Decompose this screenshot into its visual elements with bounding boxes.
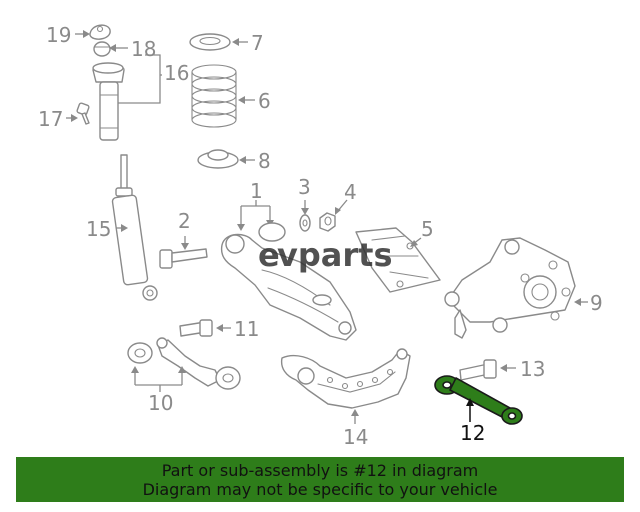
part-12-link-highlighted[interactable] [434, 375, 523, 425]
callout-17[interactable]: 17 [38, 107, 63, 131]
callout-13[interactable]: 13 [520, 357, 545, 381]
callout-9[interactable]: 9 [590, 291, 603, 315]
svg-text:e: e [258, 236, 280, 274]
callout-3[interactable]: 3 [298, 175, 311, 199]
part-14-lower-arm [280, 348, 411, 409]
part-9-knuckle [444, 237, 576, 339]
part-11-bolt [179, 319, 213, 337]
callout-11[interactable]: 11 [234, 317, 259, 341]
part-16-shock-upper [92, 62, 125, 141]
callout-5[interactable]: 5 [421, 217, 434, 241]
part-18-bump-stopper [93, 41, 111, 57]
callout-6[interactable]: 6 [258, 89, 271, 113]
callout-2[interactable]: 2 [178, 209, 191, 233]
callout-19[interactable]: 19 [46, 23, 71, 47]
callout-10[interactable]: 10 [148, 391, 173, 415]
callout-7[interactable]: 7 [251, 31, 264, 55]
lower-control-arm [220, 222, 357, 341]
callout-14[interactable]: 14 [343, 425, 368, 449]
part-8-spring-seat-lower [197, 149, 239, 169]
part-4-nut [319, 212, 336, 232]
part-15-shock-absorber [111, 154, 158, 301]
part-6-coil-spring [191, 64, 237, 128]
callout-8[interactable]: 8 [258, 149, 271, 173]
banner-line-2: Diagram may not be specific to your vehi… [142, 480, 498, 499]
part-19-bump-cap [89, 24, 111, 40]
part-10-upper-arm [127, 337, 241, 390]
callout-4[interactable]: 4 [344, 180, 357, 204]
part-2-bolt [159, 248, 208, 269]
callout-18[interactable]: 18 [131, 37, 156, 61]
part-5-bracket [355, 227, 441, 293]
part-13-bolt [459, 359, 497, 381]
part-7-spring-seat-upper [189, 33, 231, 51]
callout-12[interactable]: 12 [460, 421, 485, 445]
svg-text:vparts: vparts [277, 236, 392, 274]
part-17-bolt [76, 102, 90, 125]
part-3-washer [299, 214, 311, 232]
info-banner: Part or sub-assembly is #12 in diagram D… [16, 457, 624, 502]
callout-16[interactable]: 16 [164, 61, 189, 85]
evparts-watermark: e vparts [258, 236, 392, 274]
callout-15[interactable]: 15 [86, 217, 111, 241]
banner-line-1: Part or sub-assembly is #12 in diagram [161, 461, 479, 480]
callout-1[interactable]: 1 [250, 179, 263, 203]
